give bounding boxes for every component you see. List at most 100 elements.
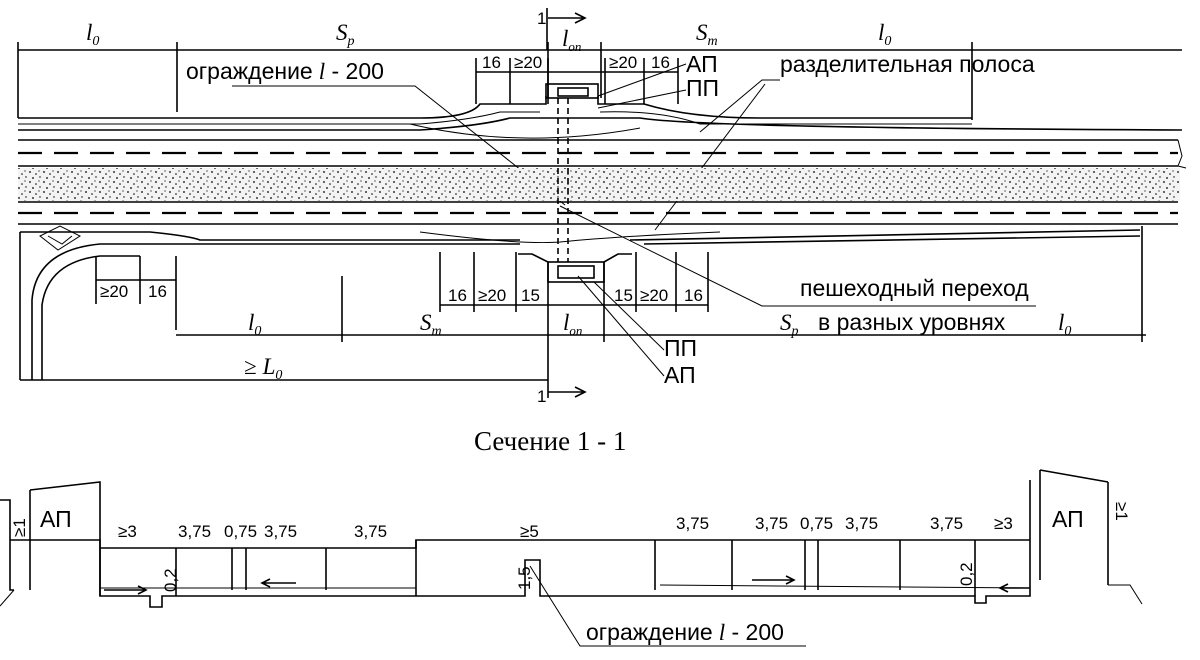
label-Sp-bottom: Sp: [780, 310, 799, 339]
section-arrow-top: [548, 12, 587, 24]
ramp-island-hatch: [47, 235, 73, 245]
leader-crossing: [559, 205, 1036, 307]
leader-pp-bottom: [593, 281, 665, 351]
sec-dim-14: ≥1: [1112, 502, 1131, 521]
sec-dim-10: 0,75: [800, 514, 833, 533]
label-l0-top-left: l0: [86, 20, 99, 49]
label-Sp-top: Sp: [336, 20, 355, 49]
leader-ap-top: [597, 63, 687, 97]
dim-bm-2: ≥20: [478, 286, 506, 305]
top-edge-3: [18, 117, 1183, 131]
arrow-left-back: [260, 578, 296, 588]
dim-bl-1: ≥20: [100, 282, 128, 301]
ramp-island: [39, 225, 82, 251]
label-l0-top-right: l0: [878, 20, 891, 49]
ramp-curve-inner: [31, 243, 140, 380]
bottom-edge-2: [629, 229, 1141, 241]
section-title: Сечение 1 - 1: [474, 426, 626, 456]
stair-bottom-left-wall: [518, 253, 549, 290]
label-crossing-1: пешеходный переход: [800, 275, 1029, 301]
sec-dim-12: 3,75: [930, 514, 963, 533]
sec-dim-6: 3,75: [354, 522, 387, 541]
median-strip: [18, 168, 1180, 201]
label-median: разделительная полоса: [780, 51, 1035, 77]
arrow-right-forward: [752, 575, 796, 585]
leader-ap-bottom: [577, 275, 665, 377]
label-L0: ≥L0: [244, 354, 282, 383]
sec-height-1: 0,2: [161, 568, 180, 592]
sec-height-3: 0,2: [957, 562, 976, 586]
label-lop-top: lоп: [562, 26, 581, 54]
dim-bm-1: 16: [448, 286, 467, 305]
label-ap-bottom: АП: [664, 362, 696, 388]
arrow-left-forward: [104, 585, 148, 595]
label-St-bottom: Sт: [420, 310, 442, 339]
break-mark: [1177, 139, 1187, 169]
ap-left-outline: [0, 481, 101, 591]
leader-fence-section: [529, 565, 806, 647]
sec-dim-11: 3,75: [845, 514, 878, 533]
bottom-edge-5: [643, 235, 1141, 245]
label-pp-top: ПП: [686, 75, 719, 101]
sec-dim-8: 3,75: [676, 514, 709, 533]
leader-pp-top: [597, 89, 687, 109]
ground-left: [0, 589, 15, 607]
dim-top-2: ≥20: [514, 53, 542, 72]
label-pp-bottom: ПП: [664, 335, 697, 361]
sec-dim-4: 0,75: [224, 522, 257, 541]
plan-view: 1 l0 Sp lоп Sт l0 16 ≥20 ≥20 16 огражден…: [17, 8, 1187, 406]
sec-dim-9: 3,75: [755, 514, 788, 533]
dim-top-1: 16: [482, 53, 501, 72]
arrow-right-back: [998, 583, 1030, 593]
stair-top-platform: [510, 96, 644, 105]
top-edge-5: [599, 111, 972, 125]
ap-right-label: АП: [1052, 506, 1084, 532]
stair-bottom-right-wall: [603, 253, 632, 280]
label-crossing-2: в разных уровнях: [818, 309, 1006, 335]
stair-top-inner: [557, 87, 589, 97]
dim-bm-4: 15: [614, 286, 633, 305]
bottom-edge-1: [20, 231, 520, 241]
section-arrow-bottom: [548, 386, 587, 398]
ramp-curve-inner-2: [41, 255, 140, 380]
stair-bottom-inner: [557, 265, 595, 279]
top-edge-6: [409, 123, 641, 139]
section-mark-top: 1: [537, 9, 546, 28]
roadway-surface: [99, 540, 1031, 608]
sec-dim-3: 3,75: [178, 522, 211, 541]
sec-height-2: 1,5: [515, 566, 534, 590]
leader-median-1: [699, 79, 780, 133]
label-St-top: Sт: [696, 20, 718, 49]
label-l0-bottom-right: l0: [1058, 310, 1071, 339]
bottom-edge-3: [419, 231, 721, 244]
sec-dim-2: ≥3: [118, 522, 137, 541]
section-view: Сечение 1 - 1 АП АП ≥1 ≥3 3,75 0,75: [0, 426, 1143, 647]
sec-dim-13: ≥3: [994, 514, 1013, 533]
leader-median-2: [654, 83, 766, 231]
section-mark-bottom: 1: [537, 387, 546, 406]
label-l0-bottom-left: l0: [248, 310, 261, 339]
roadway-lines: [100, 584, 1031, 589]
top-edge-2: [643, 103, 972, 119]
ap-right-outline: [1029, 469, 1109, 580]
sec-dim-1: ≥1: [10, 518, 29, 537]
label-ap-top: АП: [686, 51, 718, 77]
dim-bm-3: 15: [521, 286, 540, 305]
ap-left-label: АП: [40, 506, 72, 532]
section-dim-line: [10, 539, 1030, 549]
ground-right: [1108, 584, 1143, 605]
dim-bm-5: ≥20: [640, 286, 668, 305]
stair-bottom-outer: [547, 261, 605, 283]
dim-bl-2: 16: [148, 282, 167, 301]
dim-top-3: ≥20: [609, 53, 637, 72]
dim-top-4: 16: [651, 53, 670, 72]
dim-bm-6: 16: [684, 286, 703, 305]
stair-top-outer: [545, 83, 599, 99]
sec-dim-5: 3,75: [264, 522, 297, 541]
sec-dim-7: ≥5: [520, 522, 539, 541]
top-edge-4: [18, 111, 540, 125]
top-edge-1: [18, 103, 510, 119]
